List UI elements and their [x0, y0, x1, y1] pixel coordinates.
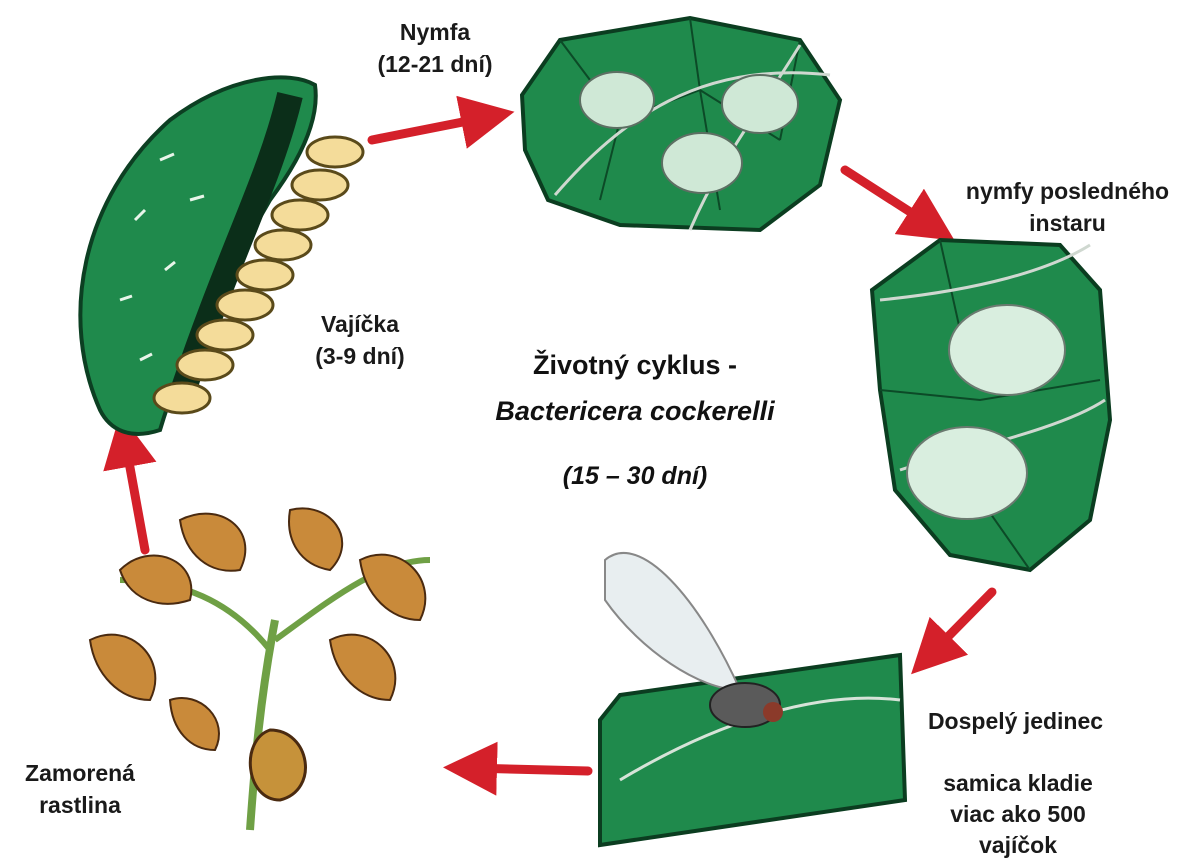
- plant-line1: Zamorená: [5, 757, 155, 789]
- adult-stage-name: Dospelý jedinec: [908, 705, 1123, 737]
- cycle-duration: (15 – 30 dní): [470, 462, 800, 491]
- title-line1: Životný cyklus -: [470, 342, 800, 388]
- late-nymph-line1: nymfy posledného: [940, 175, 1195, 207]
- adult-note-line1: samica kladie: [913, 768, 1123, 799]
- eggs-stage-name: Vajíčka: [290, 308, 430, 340]
- adult-note-line2: viac ako 500: [913, 799, 1123, 830]
- nymph-stage-name: Nymfa: [355, 16, 515, 48]
- nymph-illustration: [522, 18, 840, 230]
- arrow-late-to-adult: [930, 592, 992, 655]
- title-species: Bactericera cockerelli: [470, 388, 800, 434]
- late-nymph-illustration: [872, 240, 1110, 570]
- plant-label: Zamorená rastlina: [5, 757, 155, 821]
- eggs-label: Vajíčka (3-9 dní): [290, 308, 430, 372]
- nymph-stage-duration: (12-21 dní): [355, 48, 515, 80]
- adult-illustration: [600, 553, 905, 845]
- eggs-illustration: [80, 77, 363, 434]
- adult-note-line3: vajíčok: [913, 830, 1123, 861]
- adult-note: samica kladie viac ako 500 vajíčok: [913, 768, 1123, 861]
- late-nymph-label: nymfy posledného instaru: [940, 175, 1195, 239]
- arrow-adult-to-plant: [470, 768, 588, 771]
- nymph-label: Nymfa (12-21 dní): [355, 16, 515, 80]
- arrow-plant-to-eggs: [125, 440, 145, 550]
- late-nymph-line2: instaru: [940, 207, 1195, 239]
- arrow-eggs-to-nymph: [372, 117, 488, 140]
- arrow-nymph-to-late: [845, 170, 932, 226]
- plant-line2: rastlina: [5, 789, 155, 821]
- diagram-title: Životný cyklus - Bactericera cockerelli: [470, 342, 800, 434]
- eggs-stage-duration: (3-9 dní): [290, 340, 430, 372]
